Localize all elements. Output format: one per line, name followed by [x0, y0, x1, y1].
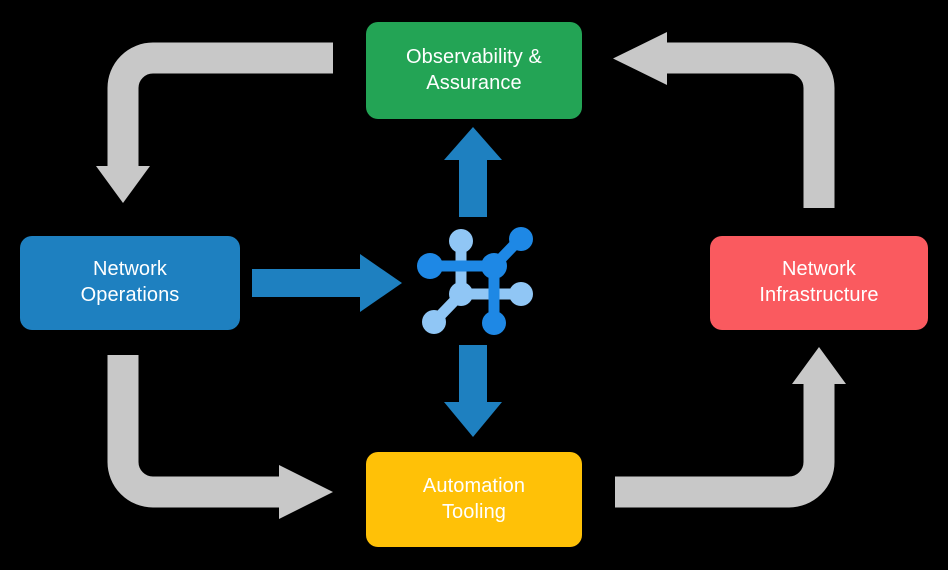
node-network-operations[interactable]: Network Operations	[20, 236, 240, 330]
connector-center-to-observability	[444, 127, 502, 217]
connector-operations-to-center	[252, 254, 402, 312]
connector-automation-to-infrastructure-arrowhead	[792, 347, 846, 384]
network-topology-icon-dark-nodes	[417, 227, 533, 335]
connector-infrastructure-to-observability	[613, 32, 835, 208]
node-observability-assurance[interactable]: Observability & Assurance	[366, 22, 582, 119]
connector-observability-to-operations-line	[107, 42, 333, 168]
connector-operations-to-automation-arrowhead	[279, 465, 333, 519]
node-automation-tooling-label: Automation Tooling	[422, 474, 526, 523]
node-network-infrastructure[interactable]: Network Infrastructure	[710, 236, 928, 330]
network-topology-icon-light-edges	[430, 235, 525, 326]
connector-operations-to-center-stem	[252, 269, 364, 297]
connector-infrastructure-to-observability-arrowhead	[613, 32, 667, 85]
node-observability-assurance-label: Observability & Assurance	[406, 45, 542, 94]
connector-center-to-automation-stem	[459, 345, 487, 407]
connector-center-to-automation	[444, 345, 502, 437]
connector-center-to-observability-stem	[459, 155, 487, 217]
network-topology-icon-light-nodes	[422, 229, 533, 334]
connector-operations-to-automation-line	[107, 355, 281, 508]
connector-center-to-observability-arrowhead	[444, 127, 502, 160]
connector-observability-to-operations	[96, 42, 333, 203]
connector-operations-to-center-arrowhead	[360, 254, 402, 312]
node-automation-tooling[interactable]: Automation Tooling	[366, 452, 582, 547]
connector-center-to-automation-arrowhead	[444, 402, 502, 437]
node-network-infrastructure-label: Network Infrastructure	[759, 258, 879, 306]
network-topology-icon-dark-edges	[426, 234, 525, 328]
connector-automation-to-infrastructure	[615, 347, 846, 508]
node-network-operations-label: Network Operations	[80, 258, 180, 306]
network-topology-icon	[417, 227, 533, 335]
connector-automation-to-infrastructure-line	[615, 382, 835, 508]
connector-observability-to-operations-arrowhead	[96, 166, 150, 203]
connector-operations-to-automation	[107, 355, 333, 519]
connector-infrastructure-to-observability-line	[665, 42, 835, 208]
